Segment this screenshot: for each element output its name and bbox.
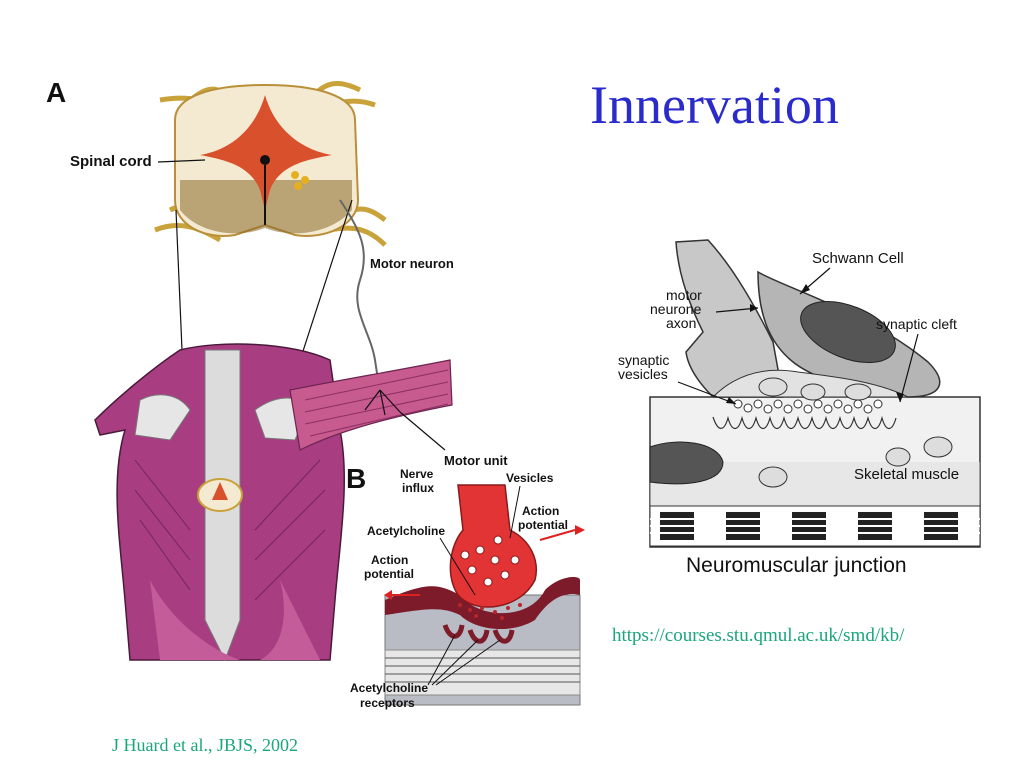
label-action-potential-left-2: potential	[364, 567, 414, 581]
label-synaptic-vesicles-2: vesicles	[618, 366, 668, 382]
synapse-diagram	[384, 484, 585, 706]
label-motor-3: axon	[666, 315, 696, 331]
label-motor-2: neurone	[650, 301, 702, 317]
label-action-potential-right-2: potential	[518, 518, 568, 532]
slide-title: Innervation	[590, 75, 839, 135]
torso-muscles	[94, 343, 346, 662]
label-skeletal-muscle: Skeletal muscle	[854, 466, 959, 483]
synaptic-vesicles	[733, 399, 883, 414]
citation-right: https://courses.stu.qmul.ac.uk/smd/kb/	[612, 625, 905, 646]
panel-a-label: A	[46, 77, 66, 108]
label-motor-1: motor	[666, 287, 702, 303]
label-spinal-cord: Spinal cord	[70, 153, 152, 170]
label-ach-receptors-2: receptors	[360, 696, 415, 710]
figure-caption: Neuromuscular junction	[686, 554, 907, 577]
label-ach-receptors-1: Acetylcholine	[350, 681, 428, 695]
spinal-cord-section	[174, 83, 360, 237]
label-motor-unit: Motor unit	[444, 453, 508, 468]
spinal-cord-motor-unit-figure: A Spinal cord Motor neuron	[46, 77, 585, 710]
junctional-folds	[712, 415, 897, 430]
panel-b-label: B	[346, 463, 366, 494]
label-vesicles: Vesicles	[506, 471, 554, 485]
citation-left: J Huard et al., JBJS, 2002	[112, 735, 298, 755]
label-motor-neuron: Motor neuron	[370, 256, 454, 271]
neuromuscular-junction-figure: Schwann Cell motor neurone axon synaptic…	[618, 239, 981, 577]
label-action-potential-right-1: Action	[522, 504, 559, 518]
label-action-potential-left-1: Action	[371, 553, 408, 567]
label-synaptic-cleft: synaptic cleft	[876, 316, 957, 332]
label-acetylcholine: Acetylcholine	[367, 524, 445, 538]
muscle-striations	[649, 505, 981, 547]
label-nerve-2: influx	[402, 481, 434, 495]
label-schwann-cell: Schwann Cell	[812, 250, 904, 267]
label-synaptic-vesicles-1: synaptic	[618, 352, 669, 368]
arm-muscle	[289, 359, 453, 451]
label-nerve-1: Nerve	[400, 467, 434, 481]
